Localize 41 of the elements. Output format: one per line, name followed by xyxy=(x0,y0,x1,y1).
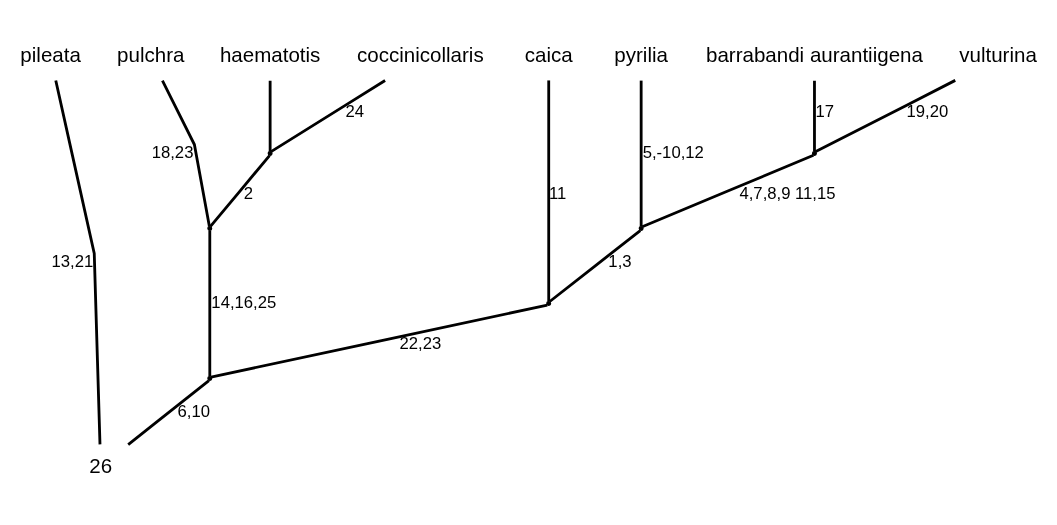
edge-label: 19,20 xyxy=(906,101,949,121)
edge-label: 24 xyxy=(345,101,365,121)
edge-label: 18,23 xyxy=(151,142,194,162)
connector xyxy=(127,379,210,446)
edge-label: 17 xyxy=(815,101,835,121)
connector xyxy=(547,80,551,302)
edge-label: 1,3 xyxy=(608,251,632,271)
connector xyxy=(161,80,211,227)
edge-label: 11 xyxy=(549,183,567,203)
edge-label: 22,23 xyxy=(399,334,442,354)
node-point xyxy=(546,301,552,307)
node-point xyxy=(207,226,213,232)
node-point xyxy=(638,226,644,232)
edge-label: 6,10 xyxy=(177,401,210,421)
connector xyxy=(641,153,814,229)
connector xyxy=(54,80,102,445)
node-text: coccinicollaris xyxy=(357,43,484,67)
node-point xyxy=(267,151,273,156)
node-text: pulchra xyxy=(117,43,185,67)
node-text: barrabandi aurantiigena xyxy=(706,43,923,67)
edge-label: 5,-10,12 xyxy=(642,142,704,162)
node-text: caica xyxy=(524,43,573,67)
edge-label: 4,7,8,9 11,15 xyxy=(739,183,836,203)
edge-label: 13,21 xyxy=(51,251,94,271)
edge-label: 14,16,25 xyxy=(211,292,277,312)
edge-label: 2 xyxy=(243,183,253,203)
connector xyxy=(813,80,816,152)
node-point xyxy=(207,376,213,382)
node-text: haematotis xyxy=(219,43,321,67)
node-point xyxy=(812,151,817,156)
node-text: pileata xyxy=(20,43,81,67)
node-text: pyrilia xyxy=(614,43,668,67)
connector xyxy=(548,229,642,303)
connector xyxy=(209,154,271,228)
node-text: vulturina xyxy=(959,43,1037,67)
connector xyxy=(210,303,548,379)
connector xyxy=(268,80,272,152)
connector xyxy=(639,80,643,227)
connector xyxy=(270,79,386,153)
connector xyxy=(208,230,212,377)
node-text: 26 xyxy=(89,453,113,477)
